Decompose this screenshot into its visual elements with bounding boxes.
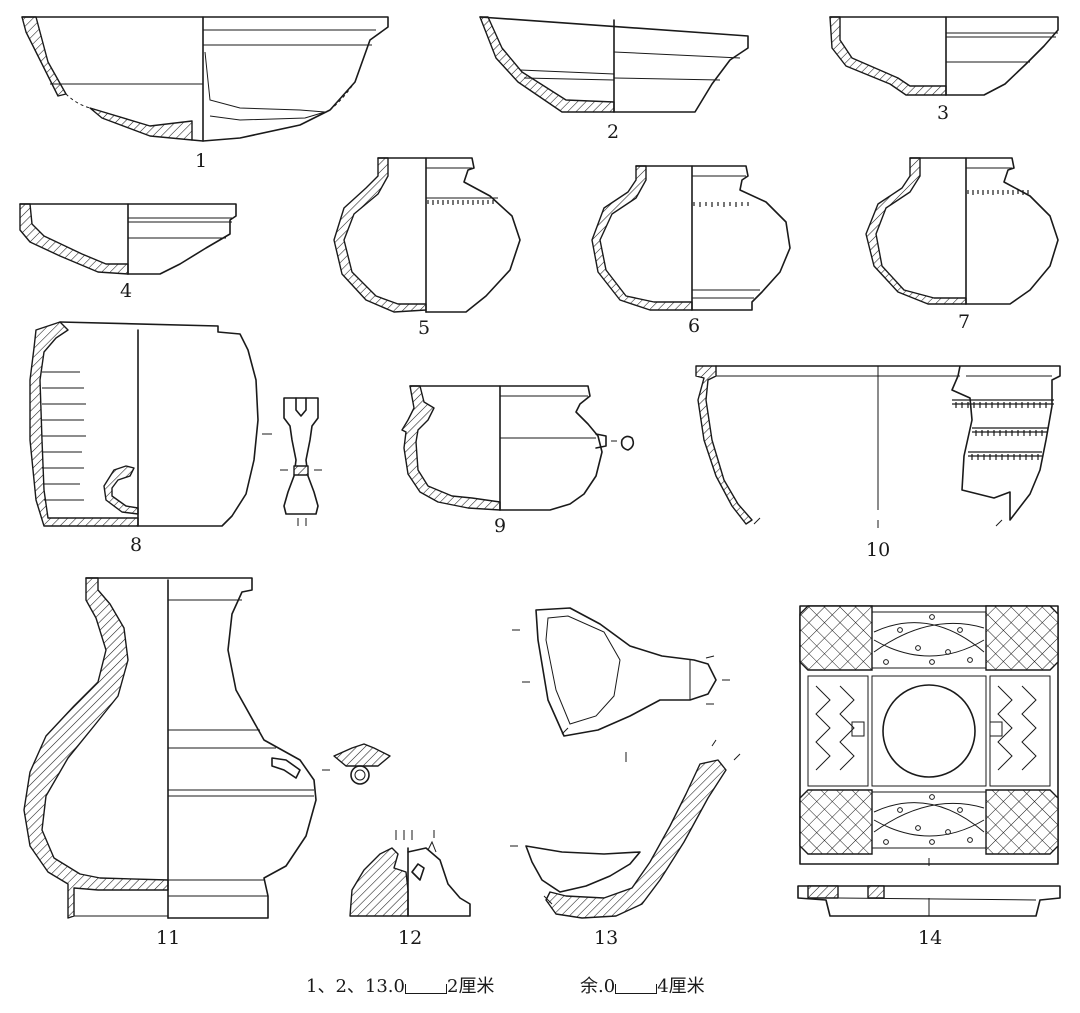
scale-bar-large: 余.0 4厘米 — [580, 972, 705, 998]
label-8: 8 — [130, 534, 142, 556]
artifact-2-bowl — [479, 16, 749, 113]
scale-items: 1、2、13. — [306, 976, 394, 997]
figure-numbers: 1 2 3 4 5 6 7 8 9 10 11 12 13 14 — [120, 102, 970, 949]
artifact-13-ladle — [510, 607, 741, 919]
scale-unit: 厘米 — [668, 976, 705, 997]
scale-items: 余. — [580, 976, 604, 997]
scale-unit: 厘米 — [458, 976, 495, 997]
artifact-12-fragment — [349, 830, 471, 917]
artifact-3-bowl — [829, 16, 1059, 96]
label-7: 7 — [958, 311, 970, 333]
artifact-6-jar — [591, 165, 791, 311]
label-5: 5 — [418, 317, 430, 339]
label-3: 3 — [937, 102, 949, 124]
scale-max: 4 — [657, 976, 669, 997]
label-11: 11 — [156, 927, 180, 949]
artifact-5-jar — [333, 157, 521, 313]
scale-zero: 0 — [603, 976, 616, 997]
label-4: 4 — [120, 280, 132, 302]
artifact-8-handle-detail — [262, 397, 322, 526]
label-6: 6 — [688, 315, 700, 337]
artifact-8-jar — [29, 321, 322, 527]
artifact-11-ornament-detail — [333, 743, 391, 785]
label-1: 1 — [195, 150, 207, 172]
artifact-4-dish — [19, 203, 237, 275]
label-14: 14 — [918, 927, 942, 949]
scale-bar-small: 1、2、13.0 2厘米 — [306, 972, 494, 998]
artifact-10-basin — [695, 365, 1061, 528]
artifact-11-vase — [23, 577, 391, 919]
artifact-9-jar — [401, 385, 635, 511]
label-9: 9 — [494, 515, 506, 537]
label-12: 12 — [398, 927, 422, 949]
artifact-7-jar — [865, 157, 1059, 305]
scale-max: 2 — [446, 976, 459, 997]
artifact-1-bowl — [21, 16, 389, 142]
label-13: 13 — [594, 927, 618, 949]
scale-zero: 0 — [393, 976, 405, 997]
scale-bar-line — [404, 984, 447, 994]
scale-bar-line — [615, 984, 658, 994]
artifact-14-plaque — [797, 605, 1061, 917]
label-10: 10 — [866, 539, 890, 561]
label-2: 2 — [607, 121, 619, 143]
